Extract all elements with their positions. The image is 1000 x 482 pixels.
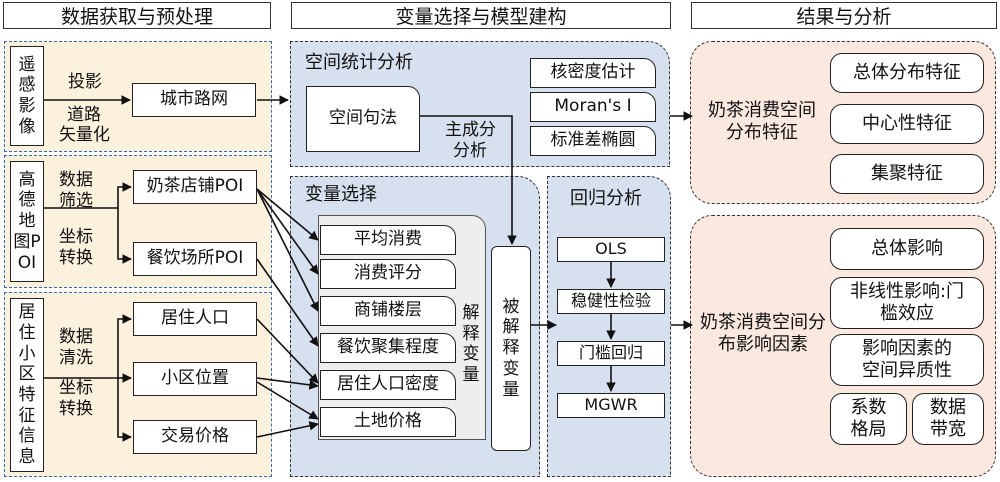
factor-heterogeneity: 影响因素的空间异质性 [830, 334, 984, 386]
res-op-coord: 坐标 [59, 378, 93, 398]
dist-label: 奶茶消费空间分布特征 [708, 100, 816, 143]
arrow-price-land [256, 421, 319, 438]
step-threshold: 门槛回归 [557, 341, 665, 366]
source-amap-label: 高德地图POI [13, 169, 41, 273]
var-rating: 消费评分 [320, 259, 456, 289]
remote-op-road: 道路 [67, 105, 101, 125]
arrow-res-price [117, 378, 132, 442]
factor-coef: 系数格局 [830, 393, 907, 445]
arrow-catering-agg [256, 258, 319, 347]
resident-pop-box: 居住人口 [133, 302, 257, 336]
arrow-pop-density [256, 318, 319, 384]
header-model: 变量选择与模型建构 [291, 2, 671, 29]
dist-cluster: 集聚特征 [830, 154, 984, 194]
remote-op-projection: 投影 [68, 72, 102, 92]
var-pop-density: 居住人口密度 [320, 370, 456, 400]
var-floor: 商铺楼层 [320, 296, 456, 326]
res-op-data: 数据 [59, 327, 93, 347]
dist-overall: 总体分布特征 [830, 53, 984, 93]
header-result: 结果与分析 [691, 2, 997, 29]
source-residential-box: 居住小区特征信息 [10, 298, 44, 472]
arrow-milktea-3 [256, 188, 319, 312]
source-remote-box: 遥感影像 [10, 46, 44, 146]
kde-box: 核密度估计 [530, 58, 656, 88]
variables-title: 变量选择 [305, 184, 377, 205]
arrow-amap-catering [117, 208, 132, 264]
amap-op-data: 数据 [59, 170, 93, 190]
res-op-transform: 转换 [59, 399, 93, 419]
trade-price-box: 交易价格 [133, 420, 257, 454]
catering-poi-box: 餐饮场所POI [133, 242, 257, 276]
amap-op-coord: 坐标 [59, 227, 93, 247]
arrow-loc-density [256, 377, 319, 390]
arrow-milktea-2 [256, 188, 319, 275]
sde-box: 标准差椭圆 [530, 126, 656, 156]
amap-op-transform: 转换 [59, 248, 93, 268]
panel-regression [547, 176, 671, 477]
factor-overall: 总体影响 [830, 228, 984, 270]
space-syntax-box: 空间句法 [306, 86, 420, 152]
explain-label: 解释变量 [462, 303, 480, 386]
pca-label-2: 分析 [453, 141, 487, 161]
factors-label: 奶茶消费空间分布影响因素 [700, 312, 826, 355]
remote-op-vectorize: 矢量化 [59, 125, 110, 145]
dependent-box: 被解释变量 [491, 246, 531, 451]
source-remote-label: 遥感影像 [18, 54, 36, 137]
var-catering-agg: 餐饮聚集程度 [320, 333, 456, 363]
factor-bandwidth: 数据带宽 [912, 393, 984, 445]
step-mgwr: MGWR [557, 393, 665, 418]
res-op-clean: 清洗 [59, 348, 93, 368]
regression-title: 回归分析 [570, 188, 642, 209]
pca-label-1: 主成分 [445, 120, 496, 140]
source-amap-box: 高德地图POI [10, 161, 44, 282]
community-loc-box: 小区位置 [133, 362, 257, 396]
header-acquire: 数据获取与预处理 [3, 2, 271, 29]
dist-centrality: 中心性特征 [830, 104, 984, 144]
arrow-amap-milktea [44, 182, 132, 209]
arrow-pca [420, 115, 517, 245]
milktea-poi-box: 奶茶店铺POI [133, 170, 257, 204]
arrow-res-pop [44, 314, 132, 379]
factor-nonlinear: 非线性影响:门槛效应 [830, 277, 984, 329]
step-robust: 稳健性检验 [557, 289, 665, 314]
arrow-loc-land [256, 381, 319, 420]
morans-i-box: Moran's I [530, 92, 656, 122]
source-residential-label: 居住小区特征信息 [18, 302, 36, 468]
road-network-box: 城市路网 [132, 83, 256, 117]
var-avg-spend: 平均消费 [320, 225, 456, 255]
var-land-price: 土地价格 [320, 407, 456, 437]
step-ols: OLS [557, 237, 665, 262]
amap-op-filter: 筛选 [59, 191, 93, 211]
spatial-title: 空间统计分析 [305, 52, 413, 73]
arrow-milktea-1 [256, 188, 319, 241]
dependent-label: 被解释变量 [502, 296, 520, 400]
